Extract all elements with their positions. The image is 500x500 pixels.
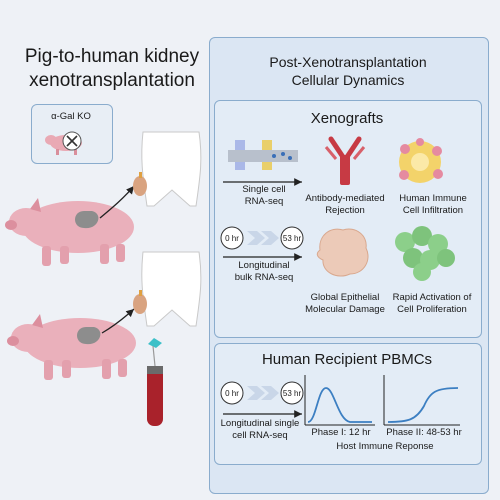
phase1-curve-plot <box>304 375 375 426</box>
single-cell-rnaseq-icon <box>228 140 298 170</box>
pbmc-method-line2: cell RNA-seq <box>232 430 288 441</box>
finding2-line1: Human Immune <box>399 193 467 204</box>
phase2-curve-plot <box>383 375 460 426</box>
method2-line2: bulk RNA-seq <box>234 272 294 283</box>
pbmc-method-line1: Longitudinal single <box>220 418 300 429</box>
transplant-arrow <box>101 308 135 334</box>
pbmc-time-end-label: 53 hr <box>282 389 302 398</box>
host-immune-response-label: Host Immune Reponse <box>336 441 434 452</box>
transplant-arrow <box>99 185 135 219</box>
right-title-line2: Cellular Dynamics <box>291 72 405 88</box>
finding1-line1: Antibody-mediated <box>305 193 385 204</box>
method1-line1: Single cell <box>242 184 286 195</box>
antibody-icon <box>324 136 366 185</box>
left-title-line2: xenotransplantation <box>29 70 195 91</box>
finding2-line2: Cell Infiltration <box>402 205 464 216</box>
ko-label: α-Gal KO <box>51 111 91 122</box>
finding4-line2: Cell Proliferation <box>397 304 467 315</box>
pbmc-time-start-label: 0 hr <box>225 389 239 398</box>
finding1-line2: Rejection <box>325 205 365 216</box>
finding3-line2: Molecular Damage <box>305 304 385 315</box>
kidney-icon <box>75 211 99 229</box>
epithelial-damage-icon <box>316 228 369 277</box>
xenografts-title: Xenografts <box>310 110 384 127</box>
time-start-label: 0 hr <box>225 234 239 243</box>
time-end-label: 53 hr <box>282 234 302 243</box>
phase2-label: Phase II: 48-53 hr <box>386 427 462 438</box>
right-title-line1: Post-Xenotransplantation <box>269 54 427 70</box>
timeline-chevrons <box>220 226 304 250</box>
left-title-line1: Pig-to-human kidney <box>24 46 200 67</box>
blood-tube-icon <box>147 338 163 426</box>
phase1-label: Phase I: 12 hr <box>311 427 371 438</box>
method2-line1: Longitudinal <box>238 260 290 271</box>
pbmc-box <box>214 343 482 465</box>
pig-icon <box>5 198 134 266</box>
finding3-line1: Global Epithelial <box>310 292 380 303</box>
immune-infiltration-icon <box>399 138 443 183</box>
timeline-chevrons <box>220 381 304 405</box>
pig-icon <box>7 314 136 380</box>
kidney-icon <box>77 327 101 345</box>
finding4-line1: Rapid Activation of <box>392 292 472 303</box>
knockout-x-icon <box>62 131 82 151</box>
xenografts-box <box>214 100 482 338</box>
method1-line2: RNA-seq <box>244 196 284 207</box>
cell-proliferation-icon <box>395 226 455 281</box>
human-recipient-icon <box>133 251 202 327</box>
pbmc-title: Human Recipient PBMCs <box>261 351 433 368</box>
human-recipient-icon <box>133 131 202 207</box>
